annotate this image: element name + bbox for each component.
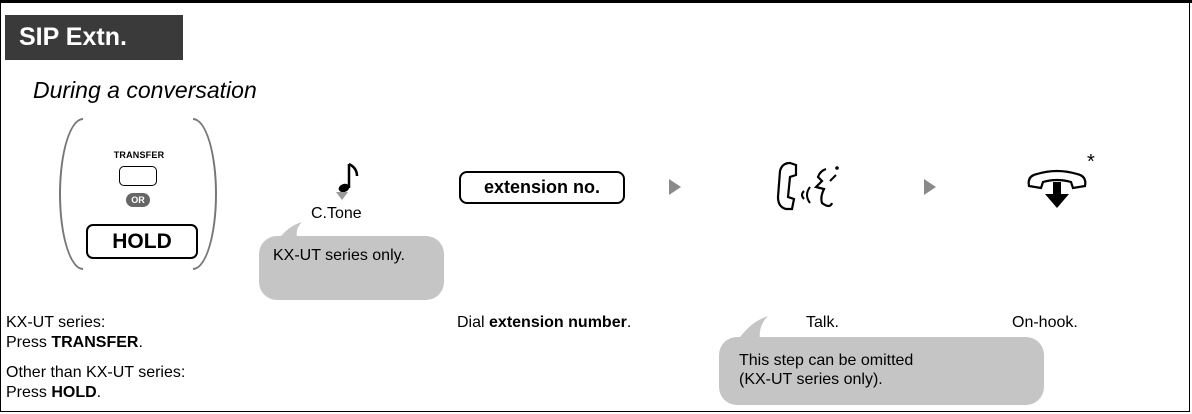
section-tab-label: SIP Extn. (19, 23, 127, 51)
confirmation-tone-icon (336, 162, 359, 200)
step1-line2: Press TRANSFER. (6, 334, 143, 351)
talk-handset-icon (776, 161, 839, 211)
footnote-asterisk: * (1087, 151, 1095, 173)
step-arrow-icon (669, 179, 681, 195)
top-rule (0, 0, 1192, 3)
on-hook-icon (1027, 169, 1087, 208)
step1-line3: Other than KX-UT series: (6, 364, 186, 381)
kx-ut-only-bubble: KX-UT series only. (259, 236, 444, 300)
step4-caption: On-hook. (1012, 314, 1078, 331)
condition-subtitle: During a conversation (33, 77, 257, 103)
step1-caption: KX-UT series: Press TRANSFER. Other than… (6, 313, 185, 403)
transfer-key-label: TRANSFER (113, 150, 165, 160)
bubble-tail (738, 316, 768, 340)
omit-note-line1: This step can be omitted (739, 352, 914, 369)
hold-button-label: HOLD (112, 229, 172, 253)
transfer-button (119, 166, 157, 186)
bubble-tail (278, 222, 302, 240)
extension-key-label: extension no. (483, 177, 600, 197)
hold-button: HOLD (86, 224, 198, 259)
step2-caption: Dial extension number. (457, 314, 632, 331)
step1-line4: Press HOLD. (6, 384, 102, 401)
extension-number-key: extension no. (459, 171, 625, 204)
or-badge: OR (126, 193, 150, 207)
step1-line1: KX-UT series: (6, 314, 106, 331)
confirmation-tone-label: C.Tone (311, 205, 362, 222)
omit-step-bubble: This step can be omitted (KX-UT series o… (719, 337, 1044, 405)
section-tab: SIP Extn. (5, 15, 183, 60)
step3-caption: Talk. (806, 314, 839, 331)
kx-ut-only-note: KX-UT series only. (273, 247, 405, 264)
step-arrow-icon (924, 179, 936, 195)
omit-note-line2: (KX-UT series only). (739, 371, 883, 388)
